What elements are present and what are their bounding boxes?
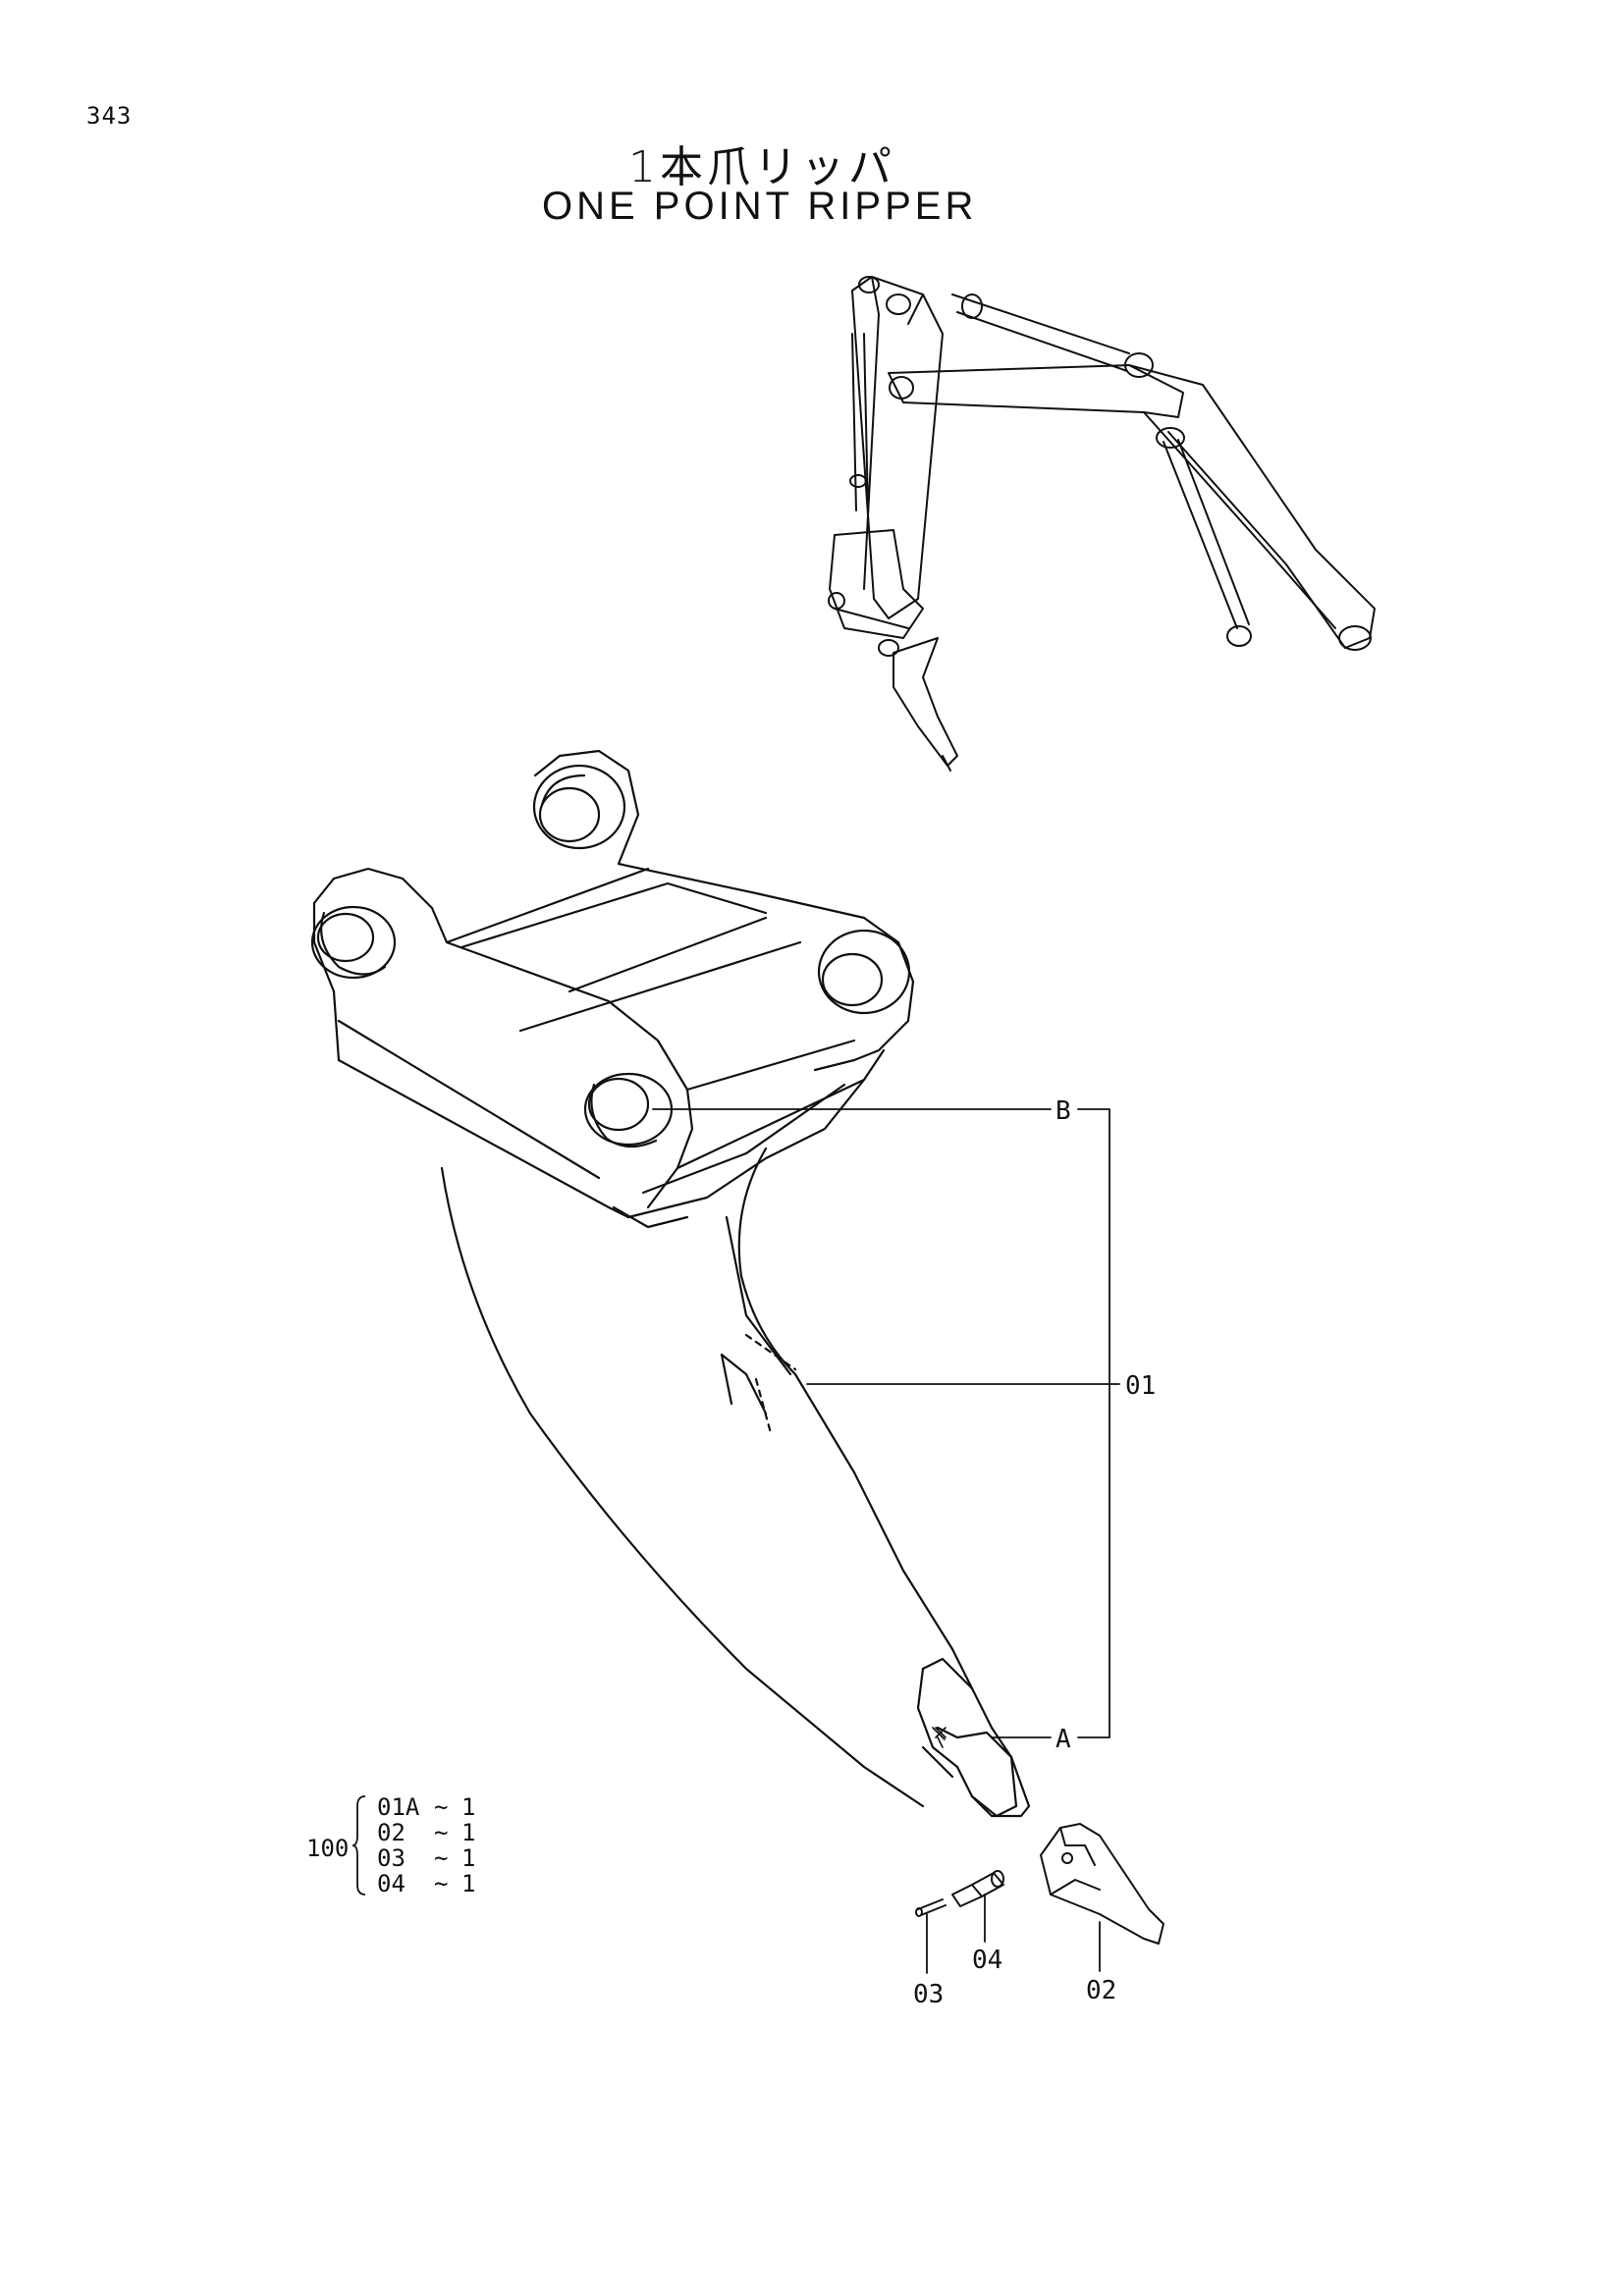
title-english: ONE POINT RIPPER — [542, 185, 978, 228]
page-number: 343 — [86, 102, 133, 130]
exploded-tooth-parts — [915, 1823, 1164, 1945]
kit-number: 100 — [306, 1835, 350, 1862]
kit-items: 01A~1 02~1 03~1 04~1 — [377, 1794, 514, 1896]
leader-lines — [652, 1108, 1120, 1974]
overview-excavator-arm — [828, 276, 1376, 772]
kit-item: 02~1 — [377, 1819, 476, 1846]
callout-01: 01 — [1125, 1371, 1156, 1401]
kit-item: 01A~1 — [377, 1793, 476, 1821]
title-japanese: 1本爪リッパ — [628, 142, 895, 192]
callout-b: B — [1055, 1096, 1071, 1126]
ripper-shank-main — [310, 749, 1031, 1818]
callout-03: 03 — [913, 1980, 944, 2009]
brace-icon — [352, 1795, 366, 1896]
callout-a: A — [1055, 1725, 1071, 1754]
kit-item: 03~1 — [377, 1844, 476, 1872]
kit-item: 04~1 — [377, 1870, 476, 1897]
callout-02: 02 — [1086, 1976, 1116, 2005]
callout-04: 04 — [972, 1946, 1002, 1975]
